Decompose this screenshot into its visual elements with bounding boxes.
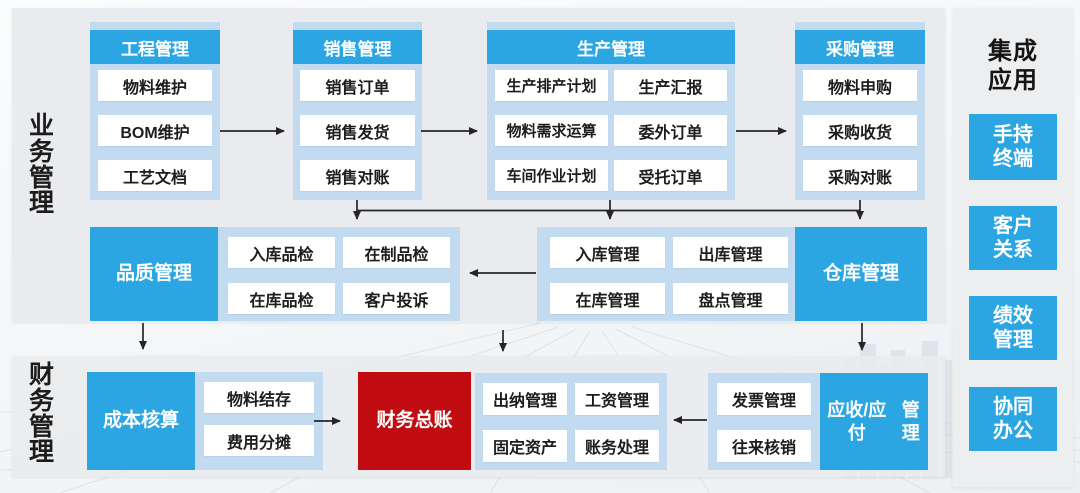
- module-box: 在库管理: [550, 283, 665, 314]
- integration-item-line: 关系: [993, 239, 1033, 261]
- module-box: 在库品检: [228, 283, 335, 314]
- module-box: 物料申购: [803, 70, 917, 101]
- module-box: 采购对账: [803, 160, 917, 191]
- module-box: 客户投诉: [343, 283, 450, 314]
- integration-item-line: 办公: [993, 420, 1033, 442]
- business-management-section: 业务管理 工程管理 物料维护 BOM维护 工艺文档 销售管理 销售订单 销售发货…: [12, 8, 945, 322]
- module-box: 车间作业计划: [495, 160, 608, 191]
- engineering-column: 工程管理 物料维护 BOM维护 工艺文档: [90, 22, 220, 200]
- invoice-items-container: 发票管理 往来核销: [708, 373, 820, 470]
- module-box: 委外订单: [614, 115, 727, 146]
- module-box: 往来核销: [717, 430, 811, 462]
- module-box: 销售对账: [300, 160, 415, 191]
- integration-item-line: 客户: [993, 215, 1033, 237]
- receivable-payable-line2: 管理: [901, 400, 920, 443]
- integration-item-handheld: 手持 终端: [969, 114, 1057, 180]
- finance-section-label: 财务管理: [28, 361, 54, 467]
- integration-item-line: 管理: [993, 329, 1033, 351]
- receivable-payable-line1: 应收/应付: [827, 400, 887, 443]
- integration-item-performance: 绩效 管理: [969, 296, 1057, 360]
- module-box: 盘点管理: [673, 283, 788, 314]
- cost-accounting-box: 成本核算: [87, 372, 195, 470]
- module-box: 受托订单: [614, 160, 727, 191]
- procurement-column: 采购管理 物料申购 采购收货 采购对账: [795, 22, 925, 200]
- integration-panel: 集成 应用 手持 终端 客户 关系 绩效 管理 协同 办公: [953, 8, 1073, 487]
- integration-item-line: 绩效: [993, 305, 1033, 327]
- ledger-items-container: 出纳管理 工资管理 固定资产 账务处理: [475, 373, 667, 470]
- production-column: 生产管理 生产排产计划 物料需求运算 车间作业计划 生产汇报 委外订单 受托订单: [487, 22, 735, 200]
- module-box: 销售订单: [300, 70, 415, 101]
- module-box: 出纳管理: [483, 383, 567, 415]
- integration-panel-title: 集成 应用: [953, 38, 1073, 96]
- module-box: 工资管理: [575, 383, 659, 415]
- procurement-column-header: 采购管理: [795, 30, 925, 64]
- sales-column-header: 销售管理: [293, 30, 422, 64]
- cost-items-container: 物料结存 费用分摊: [195, 372, 323, 470]
- engineering-column-header: 工程管理: [90, 30, 220, 64]
- module-box: 物料维护: [98, 70, 212, 101]
- module-box: 物料结存: [204, 382, 314, 413]
- integration-title-line2: 应用: [988, 66, 1038, 94]
- module-box: 账务处理: [575, 430, 659, 462]
- production-column-header: 生产管理: [487, 30, 735, 64]
- integration-title-line1: 集成: [988, 38, 1038, 65]
- module-box: 生产排产计划: [495, 70, 608, 101]
- general-ledger-box: 财务总账: [358, 372, 471, 470]
- module-box: BOM维护: [98, 115, 212, 146]
- warehouse-items-container: 入库管理 出库管理 在库管理 盘点管理: [537, 227, 795, 321]
- module-box: 采购收货: [803, 115, 917, 146]
- module-box: 固定资产: [483, 430, 567, 462]
- module-box: 物料需求运算: [495, 115, 608, 146]
- integration-item-line: 终端: [993, 148, 1033, 170]
- module-box: 销售发货: [300, 115, 415, 146]
- integration-item-line: 手持: [993, 124, 1033, 146]
- module-box: 费用分摊: [204, 425, 314, 456]
- quality-items-container: 入库品检 在制品检 在库品检 客户投诉: [218, 227, 460, 321]
- integration-item-line: 协同: [993, 396, 1033, 418]
- sales-column: 销售管理 销售订单 销售发货 销售对账: [293, 22, 422, 200]
- module-box: 在制品检: [343, 237, 450, 268]
- module-box: 入库管理: [550, 237, 665, 268]
- warehouse-management-box: 仓库管理: [795, 227, 927, 321]
- quality-management-box: 品质管理: [90, 227, 218, 321]
- module-box: 出库管理: [673, 237, 788, 268]
- receivable-payable-box: 应收/应付 管理: [820, 373, 928, 470]
- finance-management-section: 财务管理 成本核算 物料结存 费用分摊 财务总账 出纳管理 工资管理 固定资产 …: [12, 356, 945, 477]
- module-box: 发票管理: [717, 383, 811, 415]
- integration-item-collaboration: 协同 办公: [969, 387, 1057, 451]
- integration-item-crm: 客户 关系: [969, 206, 1057, 270]
- business-section-label: 业务管理: [28, 112, 54, 218]
- module-box: 生产汇报: [614, 70, 727, 101]
- module-box: 工艺文档: [98, 160, 212, 191]
- module-box: 入库品检: [228, 237, 335, 268]
